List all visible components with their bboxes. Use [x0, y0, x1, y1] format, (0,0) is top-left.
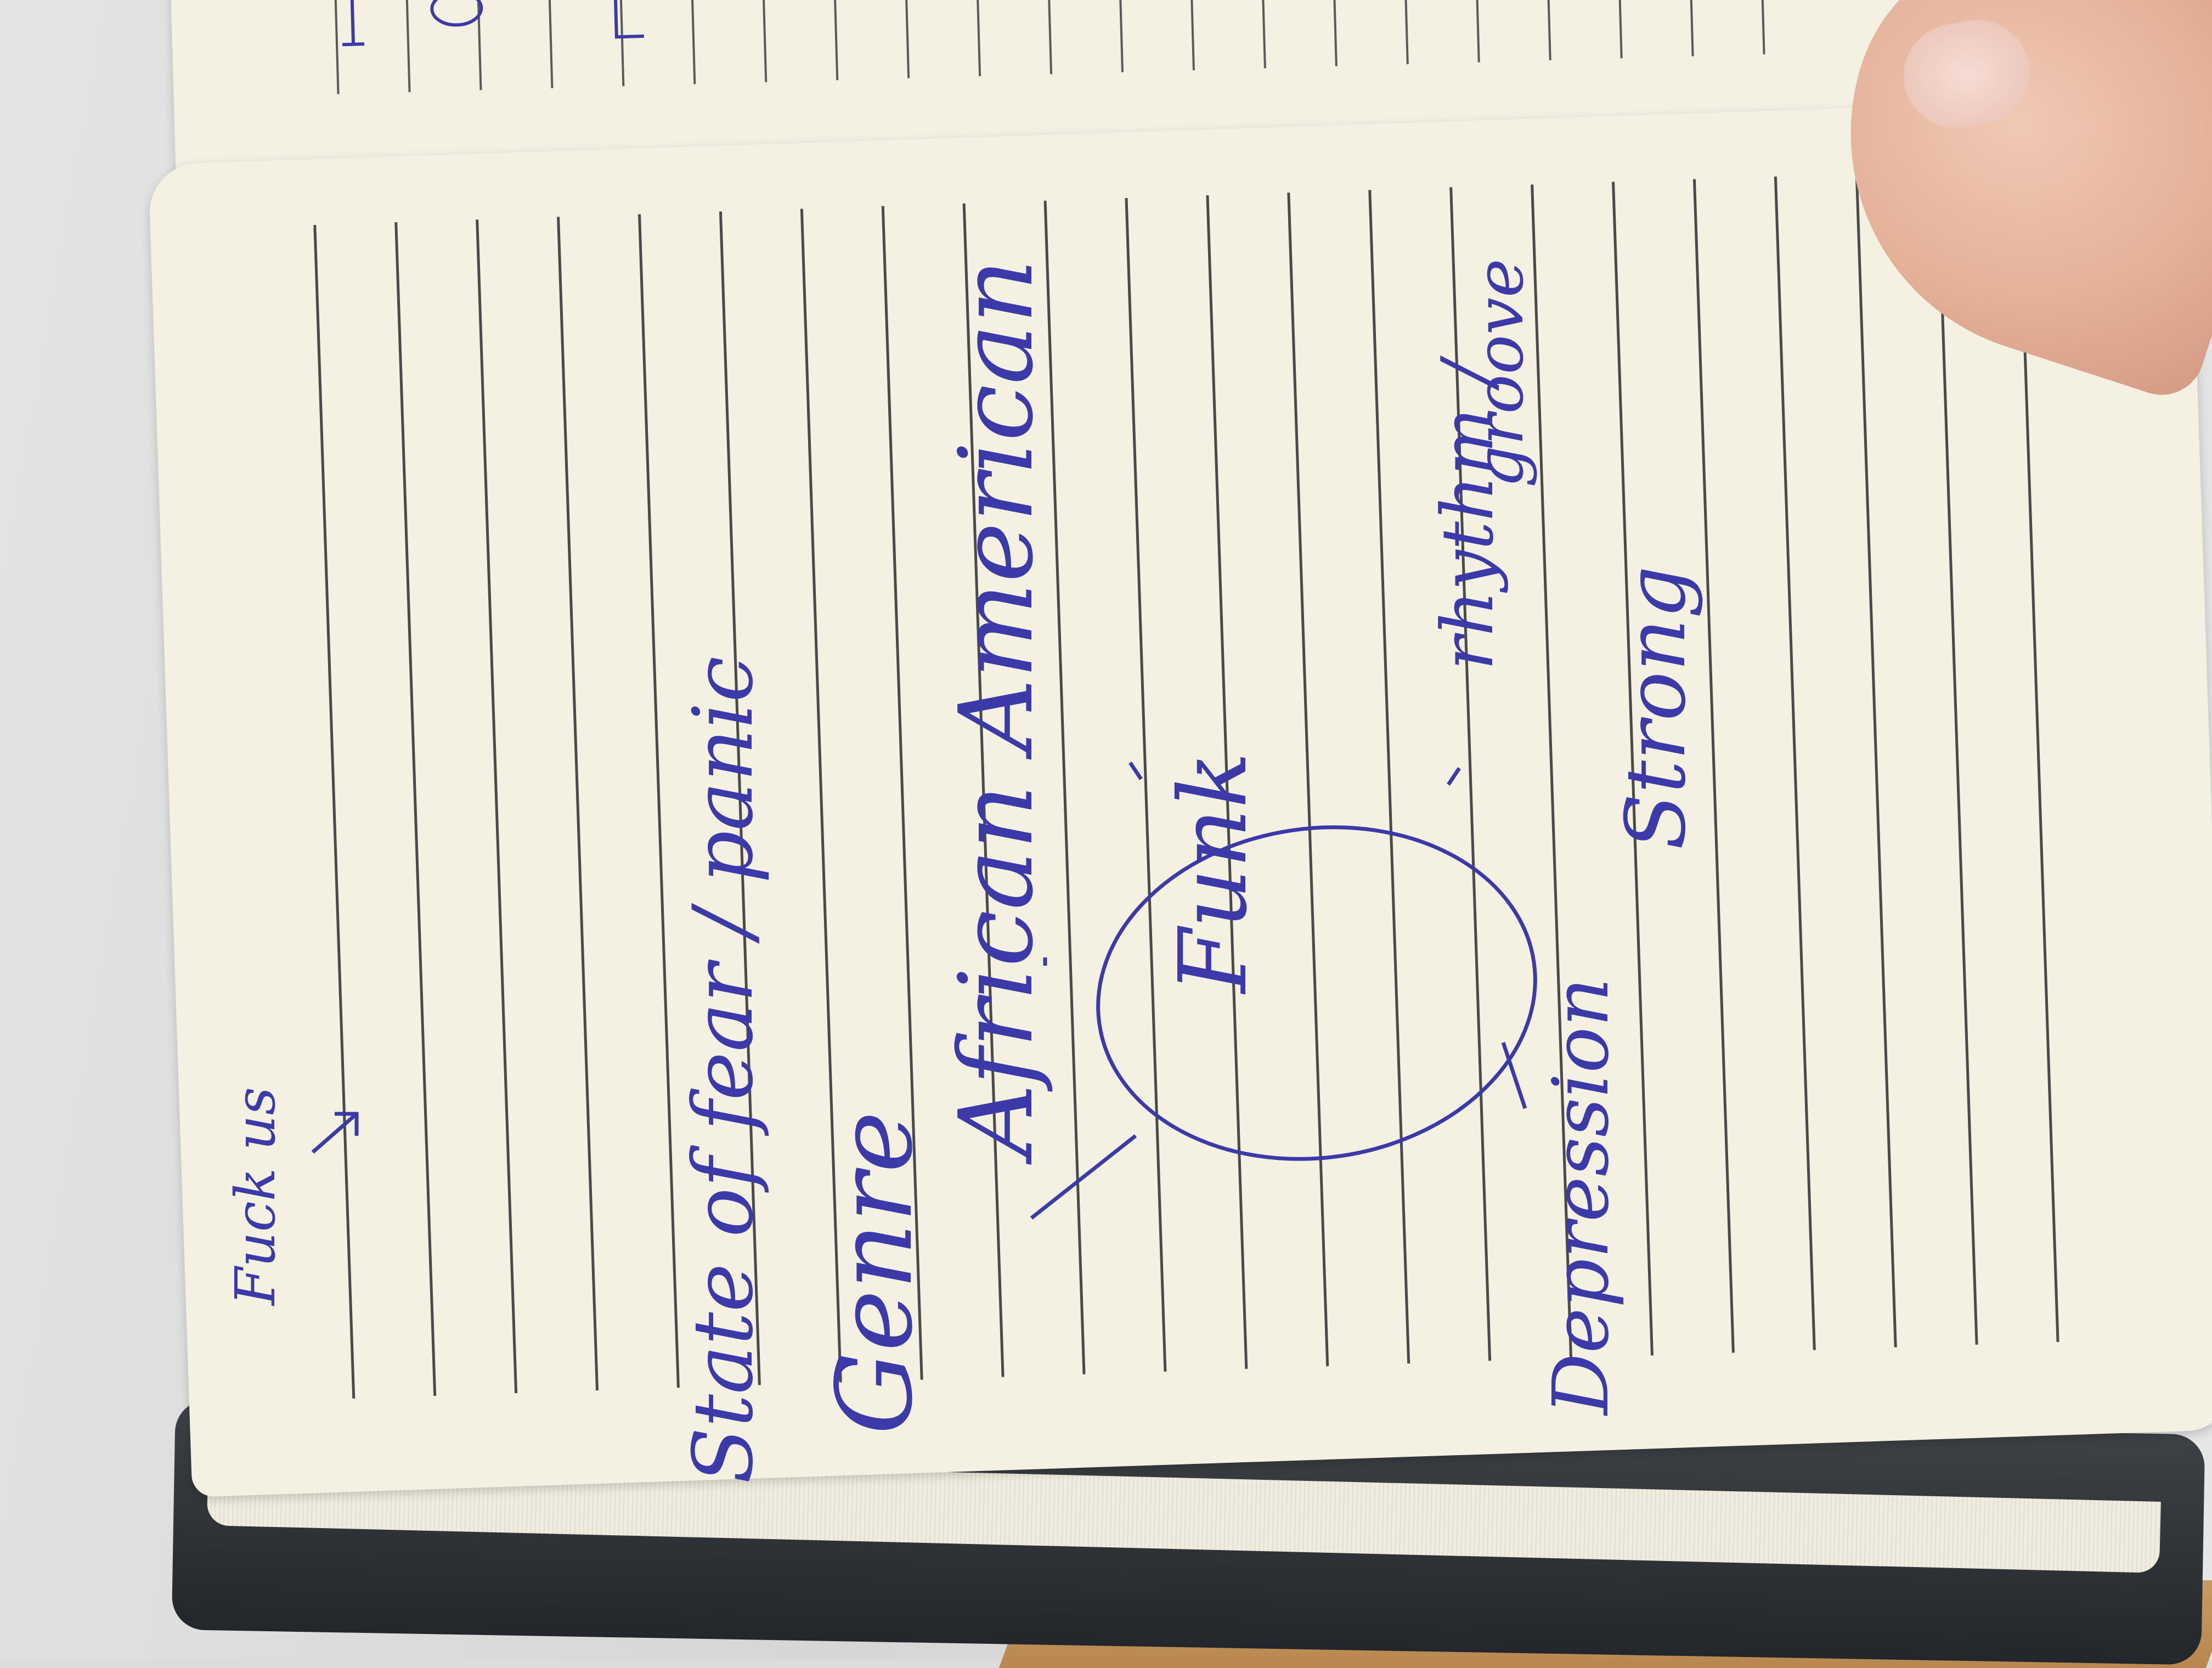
page-ruled-lines: [313, 168, 2059, 1399]
arrow-shaft: [311, 1112, 358, 1154]
funk-circle: [1096, 825, 1537, 1161]
note-state-of-fear-panic: State of fear / panic: [676, 656, 771, 1484]
connector-to-african-american: [1128, 762, 1143, 780]
note-fuck-us: Fuck us: [223, 1087, 287, 1306]
note-groove: groove: [1462, 258, 1538, 487]
note-genre: Genre: [814, 1111, 935, 1435]
notebook-page: [148, 97, 2212, 1497]
connector-to-state: [1030, 1134, 1137, 1220]
note-strong: Strong: [1609, 566, 1704, 850]
previous-page-rules: [333, 0, 1765, 94]
note-rhythm: rhythm /: [1426, 355, 1509, 670]
connector-to-strong: [1447, 767, 1461, 786]
notebook-previous-page: [170, 0, 1910, 203]
connector-to-depression: [1501, 1041, 1527, 1109]
note-depression: Depression: [1537, 977, 1626, 1416]
arrow-head: [335, 1112, 359, 1136]
note-african-american: African American: [937, 258, 1056, 1165]
mindmap-strokes: [311, 762, 1537, 1220]
